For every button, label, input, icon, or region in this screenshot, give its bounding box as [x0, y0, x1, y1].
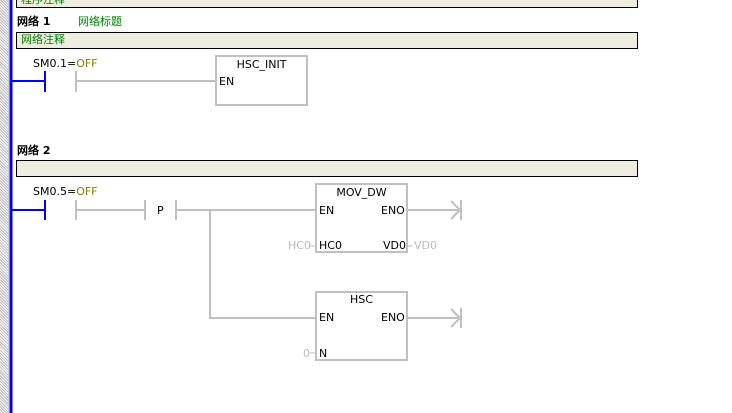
network-1-comment[interactable]: 网络注释: [16, 32, 638, 49]
hsc-init-title[interactable]: HSC_INIT: [236, 58, 287, 71]
mov-dw-out-pin: VD0: [383, 239, 406, 252]
network-1-title[interactable]: 网络标题: [78, 15, 122, 28]
network-2-label: 网络 2: [17, 144, 51, 157]
positive-edge-contact[interactable]: P: [157, 204, 164, 217]
hsc-init-box: [215, 55, 308, 106]
mov-dw-in-value[interactable]: HC0: [288, 239, 311, 252]
mov-dw-out-value[interactable]: VD0: [414, 239, 437, 252]
contact-state: OFF: [76, 185, 98, 198]
mov-dw-box: [315, 183, 408, 253]
hsc-box: [315, 291, 408, 361]
mov-dw-eno: ENO: [381, 204, 405, 217]
contact-sm0-1[interactable]: SM0.1=OFF: [33, 57, 98, 70]
hsc-eno: ENO: [381, 311, 405, 324]
hsc-title[interactable]: HSC: [350, 293, 373, 306]
hsc-n-pin: N: [319, 347, 328, 360]
hsc-n-value[interactable]: 0: [303, 347, 310, 360]
program-comment[interactable]: 程序注释: [16, 0, 638, 8]
hsc-en: EN: [319, 311, 335, 324]
contact-sm0-5[interactable]: SM0.5=OFF: [33, 185, 98, 198]
hsc-init-en: EN: [219, 75, 235, 88]
network-2-comment[interactable]: [16, 160, 638, 177]
mov-dw-en: EN: [319, 204, 335, 217]
branch-wire: [209, 210, 316, 319]
contact-address: SM0.5: [33, 185, 67, 198]
mov-dw-title[interactable]: MOV_DW: [336, 186, 387, 199]
contact-state: OFF: [76, 57, 98, 70]
network-1-label: 网络 1: [17, 15, 51, 28]
mov-dw-in-pin: HC0: [319, 239, 342, 252]
editor-gutter: [0, 0, 9, 413]
contact-address: SM0.1: [33, 57, 67, 70]
